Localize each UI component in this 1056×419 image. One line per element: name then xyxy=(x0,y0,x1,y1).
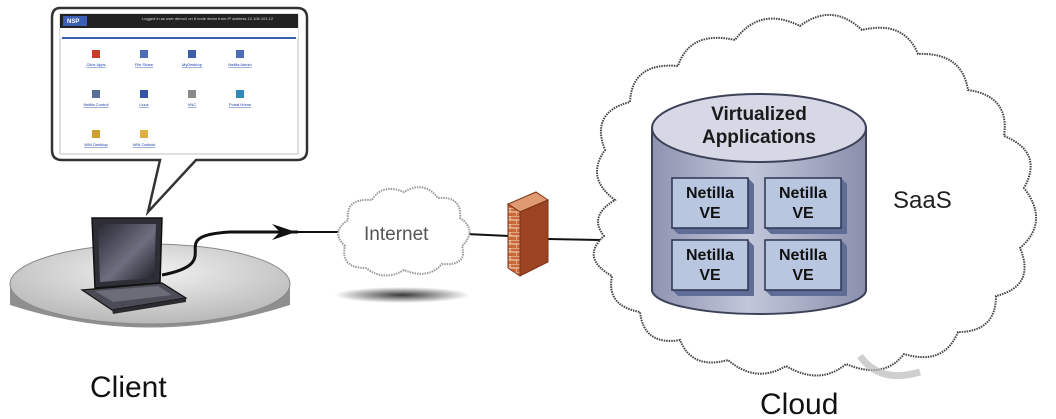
app-label[interactable]: Netilla Control xyxy=(83,102,108,107)
netilla-ve-label-line2: VE xyxy=(699,267,721,284)
client-label: Client xyxy=(90,371,167,404)
netilla-ve-label-line2: VE xyxy=(792,267,814,284)
app-icon[interactable] xyxy=(140,90,148,98)
network-cable xyxy=(161,230,298,277)
portal-screenshot-callout: NSP Logged in as user demo1 on 8 node de… xyxy=(50,6,309,217)
app-label[interactable]: File Share xyxy=(135,62,154,67)
app-icon[interactable] xyxy=(140,130,148,138)
portal-header-bar xyxy=(60,14,298,28)
app-label[interactable]: MyDesktop xyxy=(182,62,203,67)
app-icon[interactable] xyxy=(92,90,100,98)
app-icon[interactable] xyxy=(92,130,100,138)
portal-divider xyxy=(62,37,296,39)
link-internet-firewall xyxy=(465,233,511,237)
app-label[interactable]: WIN Desktop xyxy=(84,142,108,147)
virtualized-apps-cylinder: Virtualized Applications NetillaVENetill… xyxy=(651,93,867,315)
cylinder-top xyxy=(651,93,867,163)
client-node: Client xyxy=(9,217,298,404)
portal-app-shortcut[interactable]: WIN Desktop xyxy=(84,130,109,147)
netilla-ve-label-line2: VE xyxy=(699,205,721,222)
app-label[interactable]: Netilla Admin xyxy=(228,62,251,67)
internet-label: Internet xyxy=(364,224,429,245)
internet-cloud: Internet xyxy=(334,186,471,303)
portal-app-grid: Citrix Apps File Share MyDesktop Netilla Ad… xyxy=(83,50,252,147)
netilla-ve-label-line1: Netilla xyxy=(779,185,827,202)
portal-subheader xyxy=(60,28,298,37)
app-icon[interactable] xyxy=(236,50,244,58)
app-icon[interactable] xyxy=(236,90,244,98)
link-firewall-cloud xyxy=(547,238,601,241)
internet-shadow xyxy=(334,287,470,303)
laptop-icon xyxy=(80,217,188,314)
portal-app-shortcut[interactable]: Portal Home xyxy=(229,90,252,107)
portal-app-shortcut[interactable]: File Share xyxy=(135,50,154,67)
portal-app-shortcut[interactable]: Netilla Control xyxy=(83,90,109,107)
app-label[interactable]: VNC xyxy=(188,102,197,107)
cloud-label: Cloud xyxy=(760,388,838,419)
app-label[interactable]: WIN Outlook xyxy=(133,142,156,147)
netilla-ve-label-line1: Netilla xyxy=(686,247,734,264)
portal-header-text: Logged in as user demo1 on 8 node demo f… xyxy=(142,16,274,21)
app-label[interactable]: Citrix Apps xyxy=(86,62,105,67)
cable-arrow-icon xyxy=(272,224,296,240)
portal-brand: NSP xyxy=(67,19,79,25)
portal-app-shortcut[interactable]: WIN Outlook xyxy=(133,130,156,147)
app-icon[interactable] xyxy=(188,50,196,58)
netilla-ve-label-line2: VE xyxy=(792,205,814,222)
saas-label: SaaS xyxy=(893,187,952,214)
app-icon[interactable] xyxy=(188,90,196,98)
app-icon[interactable] xyxy=(140,50,148,58)
portal-app-shortcut[interactable]: Citrix Apps xyxy=(86,50,106,67)
netilla-ve-label-line1: Netilla xyxy=(779,247,827,264)
portal-app-shortcut[interactable]: Linux xyxy=(139,90,149,107)
portal-logo xyxy=(63,16,87,26)
internet-cloud-shape xyxy=(337,186,471,277)
portal-app-shortcut[interactable]: MyDesktop xyxy=(182,50,203,67)
portal-app-shortcut[interactable]: VNC xyxy=(188,90,197,107)
app-icon[interactable] xyxy=(92,50,100,58)
portal-app-shortcut[interactable]: Netilla Admin xyxy=(228,50,252,67)
firewall-icon xyxy=(506,191,550,277)
netilla-ve-label-line1: Netilla xyxy=(686,185,734,202)
app-label[interactable]: Linux xyxy=(139,102,149,107)
cylinder-title-line1: Virtualized xyxy=(711,104,807,125)
cylinder-title-line2: Applications xyxy=(702,127,816,148)
app-label[interactable]: Portal Home xyxy=(229,102,252,107)
